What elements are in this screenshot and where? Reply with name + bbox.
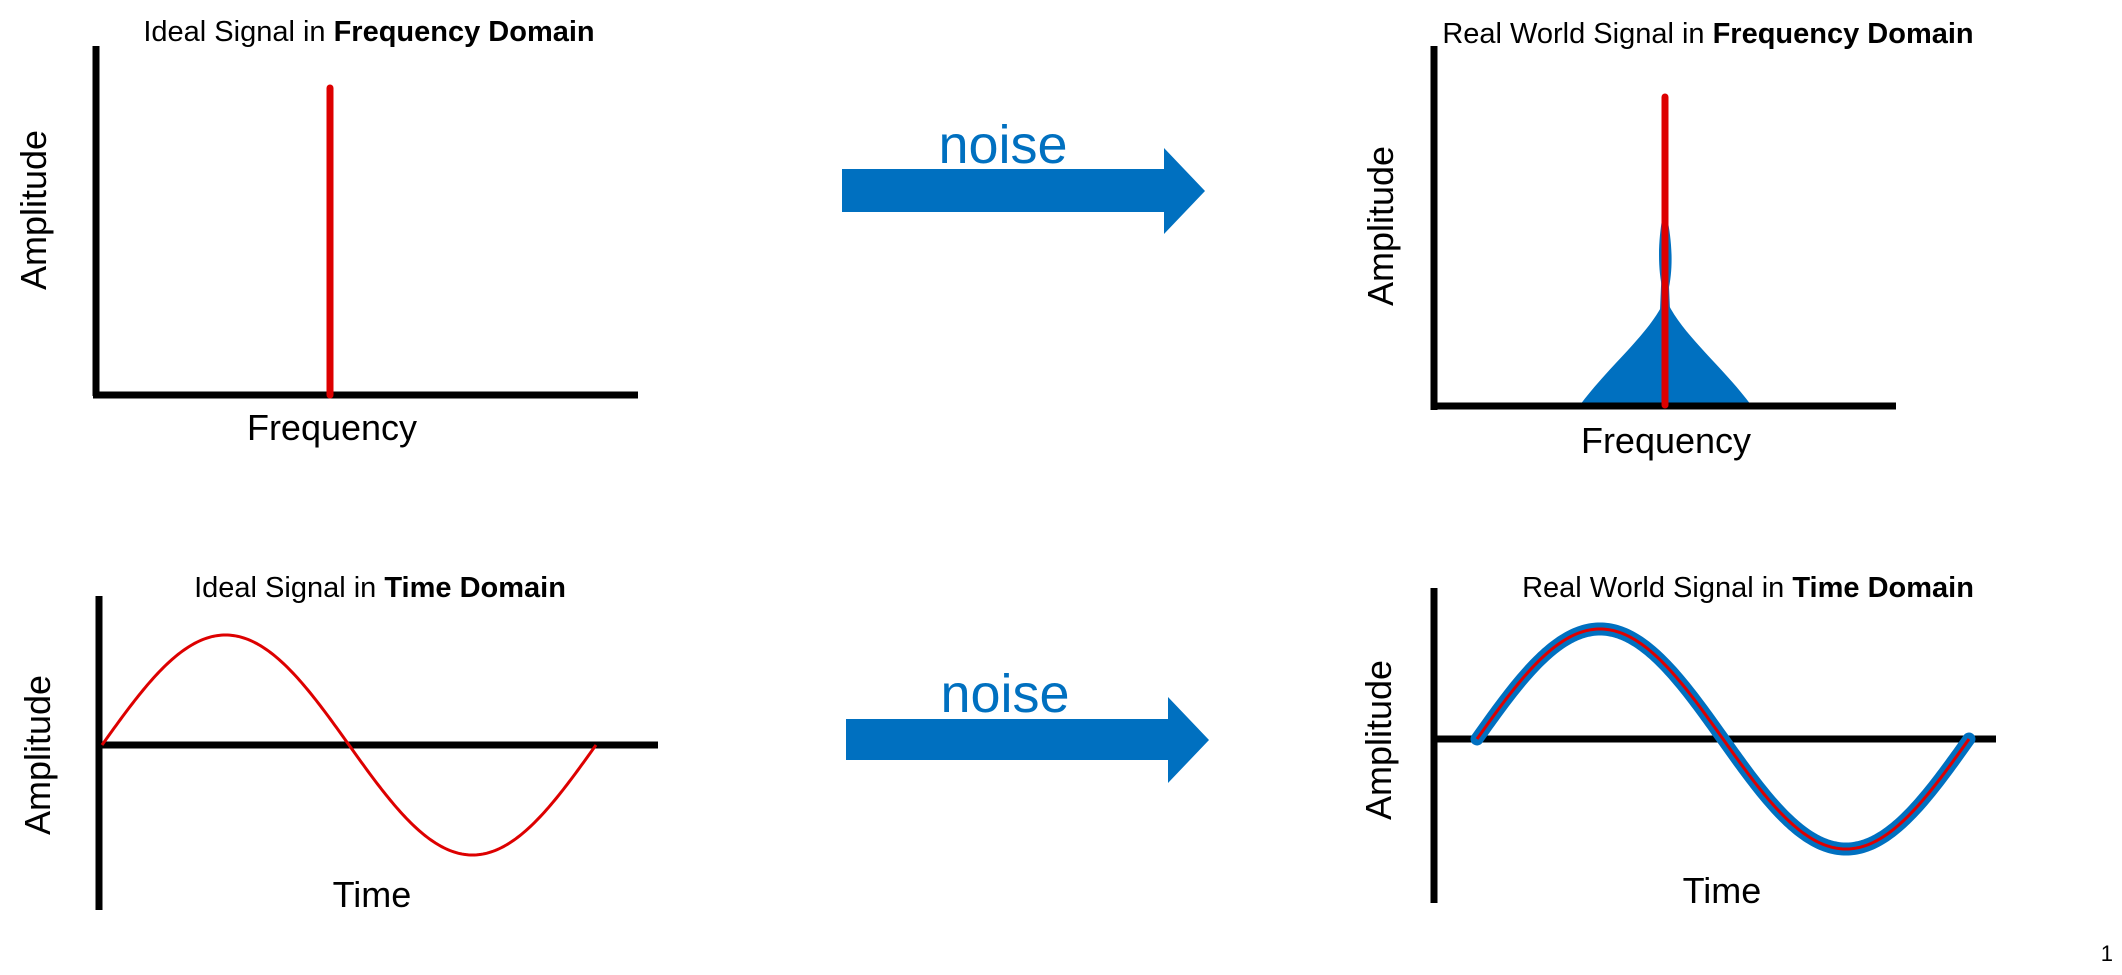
noise-arrow-top: noise <box>842 115 1205 234</box>
right-arrow-icon <box>842 148 1205 234</box>
panel-real-frequency: Real World Signal in Frequency Domain Am… <box>1360 18 1974 461</box>
panel-title: Ideal Signal in Time Domain <box>194 572 566 604</box>
y-axis-label: Amplitude <box>1360 146 1401 306</box>
noise-spread-right <box>1659 205 1751 405</box>
y-axis-label: Amplitude <box>13 130 54 290</box>
panel-title: Real World Signal in Frequency Domain <box>1442 18 1973 50</box>
sine-wave <box>1475 627 1971 851</box>
noise-label: noise <box>940 664 1069 724</box>
sine-wave <box>100 633 598 857</box>
x-axis-label: Time <box>333 874 412 915</box>
panel-ideal-frequency: Ideal Signal in Frequency Domain Amplitu… <box>13 16 638 448</box>
x-axis-label: Frequency <box>247 407 417 448</box>
noise-arrow-bottom: noise <box>846 664 1209 783</box>
panel-real-time: Real World Signal in Time Domain Amplitu… <box>1358 572 1996 911</box>
noise-spread-left <box>1580 205 1672 405</box>
x-axis-label: Time <box>1683 870 1762 911</box>
panel-title: Ideal Signal in Frequency Domain <box>143 16 594 48</box>
noise-label: noise <box>938 115 1067 175</box>
y-axis-label: Amplitude <box>17 675 58 835</box>
right-arrow-icon <box>846 697 1209 783</box>
panel-ideal-time: Ideal Signal in Time Domain Amplitude Ti… <box>17 572 658 915</box>
page-number: 1 <box>2101 941 2113 966</box>
x-axis-label: Frequency <box>1581 420 1751 461</box>
y-axis-label: Amplitude <box>1358 660 1399 820</box>
panel-title: Real World Signal in Time Domain <box>1522 572 1974 604</box>
